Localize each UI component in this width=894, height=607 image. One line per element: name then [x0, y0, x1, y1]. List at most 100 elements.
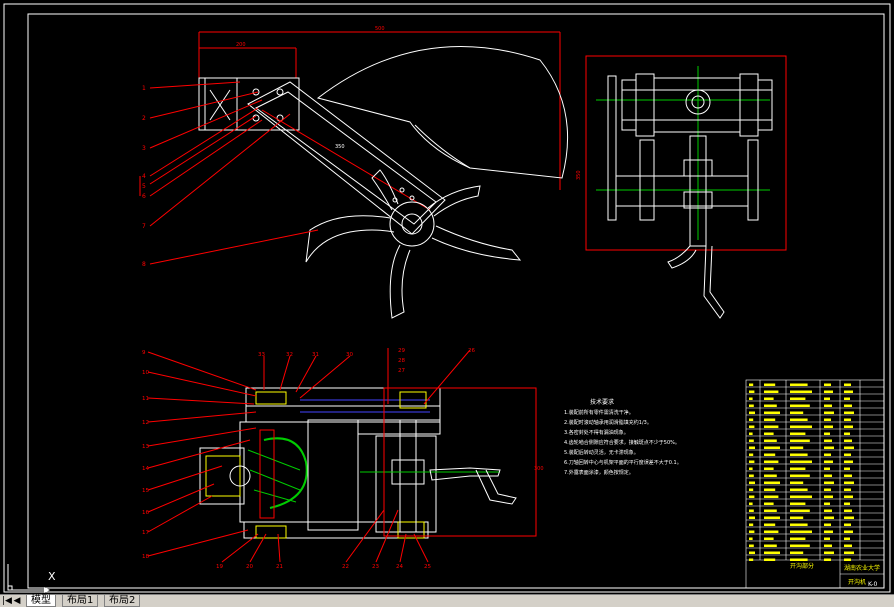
parts-list-cell-mark: [790, 558, 808, 561]
svg-text:350: 350: [576, 170, 582, 180]
parts-list-cell-mark: [844, 509, 852, 512]
ucs-icon: [7, 564, 50, 593]
parts-list-cell-mark: [844, 495, 853, 498]
parts-list-cell-mark: [790, 383, 808, 386]
parts-list-cell-mark: [844, 467, 850, 470]
parts-list-cell-mark: [790, 453, 808, 456]
tab-nav-prev[interactable]: ◀: [13, 596, 21, 606]
parts-list-cell-mark: [844, 530, 853, 533]
svg-text:25: 25: [424, 564, 431, 570]
tab-layout2[interactable]: 布局2: [104, 595, 141, 607]
svg-text:9: 9: [142, 350, 146, 356]
parts-list-cell-mark: [749, 481, 755, 484]
parts-list-cell-mark: [790, 481, 804, 484]
parts-list-cell-mark: [749, 418, 754, 421]
svg-text:29: 29: [398, 348, 405, 354]
parts-list-cell-mark: [790, 397, 806, 400]
parts-list-cell-mark: [764, 551, 780, 554]
parts-list-cell-mark: [790, 411, 804, 414]
parts-list-cell-mark: [790, 488, 808, 491]
parts-list-cell-mark: [749, 544, 754, 547]
parts-list-cell-mark: [824, 488, 831, 491]
svg-text:24: 24: [396, 564, 403, 570]
svg-text:K-0: K-0: [868, 581, 877, 588]
svg-text:21: 21: [276, 564, 283, 570]
svg-text:2: 2: [142, 115, 146, 122]
svg-text:33: 33: [258, 352, 265, 358]
parts-list-cell-mark: [824, 397, 830, 400]
parts-list-cell-mark: [749, 467, 753, 470]
parts-list-cell-mark: [749, 439, 754, 442]
svg-text:3: 3: [142, 145, 146, 152]
tab-layout1[interactable]: 布局1: [62, 595, 99, 607]
parts-list-cell-mark: [824, 432, 830, 435]
tab-nav-first[interactable]: |◀: [2, 596, 12, 606]
parts-list-cell-mark: [844, 537, 850, 540]
svg-text:4: 4: [142, 173, 146, 180]
parts-list-cell-mark: [824, 495, 833, 498]
parts-list-cell-mark: [749, 411, 755, 414]
parts-list-cell-mark: [749, 425, 755, 428]
parts-list-cell-mark: [824, 439, 832, 442]
svg-text:20: 20: [246, 564, 253, 570]
svg-text:18: 18: [142, 554, 149, 560]
parts-list-cell-mark: [764, 509, 777, 512]
parts-list-cell-mark: [844, 397, 850, 400]
parts-list-cell-mark: [790, 404, 810, 407]
parts-list-cell-mark: [844, 439, 852, 442]
dim-top-total: 500: [375, 26, 385, 32]
svg-text:350: 350: [335, 144, 345, 150]
parts-list-cell-mark: [844, 523, 851, 526]
title-block: 开沟部分 湖南农业大学 开沟机 K-0: [790, 562, 880, 588]
parts-list-cell-mark: [790, 537, 806, 540]
ucs-x-label: X: [48, 570, 56, 583]
svg-text:5.装配后转动灵活，无卡滞现象。: 5.装配后转动灵活，无卡滞现象。: [564, 449, 639, 456]
parts-list-cell-mark: [824, 446, 834, 449]
parts-list-cell-mark: [749, 446, 755, 449]
parts-list-cell-mark: [824, 509, 832, 512]
parts-list-cell-mark: [749, 537, 753, 540]
parts-list-cell-mark: [844, 516, 854, 519]
parts-list-cell-mark: [824, 502, 830, 505]
parts-list-cell-mark: [749, 502, 753, 505]
parts-list-cell-mark: [824, 467, 830, 470]
parts-list-cell-mark: [749, 488, 754, 491]
parts-list-cell-mark: [844, 502, 850, 505]
parts-list-cell-mark: [749, 516, 755, 519]
parts-list-cell-mark: [790, 544, 810, 547]
parts-list-cell-mark: [764, 425, 779, 428]
parts-list-cell-mark: [824, 474, 832, 477]
parts-list-cell-mark: [844, 411, 854, 414]
svg-text:31: 31: [312, 352, 319, 358]
outer-border: [3, 3, 891, 593]
parts-list-cell-mark: [790, 474, 810, 477]
parts-list-cell-mark: [764, 558, 776, 561]
parts-list-cell-mark: [844, 446, 854, 449]
parts-list-cell-mark: [749, 397, 753, 400]
svg-text:技术要求: 技术要求: [590, 398, 614, 406]
parts-list-cell-mark: [844, 404, 852, 407]
parts-list-cell-mark: [824, 390, 833, 393]
parts-list-cell-mark: [764, 453, 776, 456]
svg-text:16: 16: [142, 510, 149, 516]
tab-model[interactable]: 模型: [26, 595, 56, 607]
parts-list-cell-mark: [790, 390, 812, 393]
parts-list-cell-mark: [764, 446, 780, 449]
technical-notes: 技术要求 1.装配前所有零件需清洗干净。 2.装配时滚动轴承用润滑脂填充约1/3…: [564, 398, 682, 476]
parts-list-cell-mark: [824, 523, 831, 526]
parts-list-cell-mark: [764, 404, 777, 407]
layout-tab-bar: |◀ ◀ 模型 布局1 布局2: [0, 594, 894, 607]
svg-text:6: 6: [142, 193, 146, 200]
svg-text:23: 23: [372, 564, 379, 570]
parts-list-cell-mark: [824, 516, 834, 519]
parts-list-cell-mark: [749, 509, 754, 512]
parts-list-cell-mark: [824, 425, 833, 428]
svg-text:30: 30: [346, 352, 353, 358]
parts-list-cell-mark: [790, 425, 812, 428]
svg-text:15: 15: [142, 488, 149, 494]
parts-list-cell-mark: [749, 530, 755, 533]
parts-list-cell-mark: [764, 460, 779, 463]
parts-list-cell-mark: [764, 411, 780, 414]
parts-list-cell-mark: [749, 383, 754, 386]
